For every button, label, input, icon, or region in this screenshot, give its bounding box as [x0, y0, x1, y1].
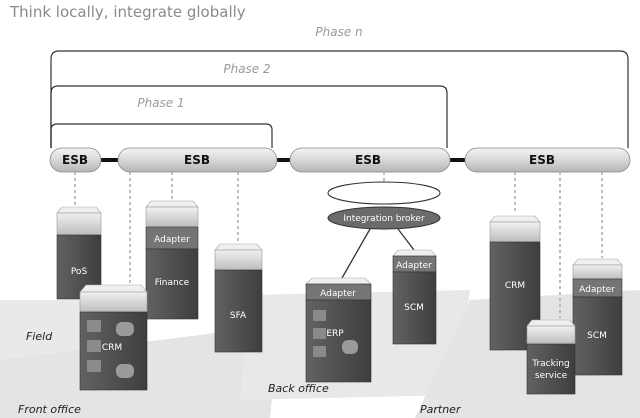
scm-partner-label: SCM: [587, 331, 607, 341]
pos-server: PoS: [56, 206, 102, 300]
diagram-title: Think locally, integrate globally: [9, 3, 246, 21]
phase-1-bracket: [50, 123, 273, 148]
finance-adapter-label: Adapter: [154, 235, 190, 245]
server-top-face: [79, 284, 148, 293]
crm-front-server: CRM: [79, 284, 148, 391]
server-cap: [79, 291, 148, 313]
server-top-face: [145, 200, 199, 208]
broker-to-erp-line: [341, 228, 371, 279]
module-block: [87, 360, 101, 372]
server-body: [572, 296, 623, 376]
sfa-label: SFA: [230, 311, 247, 321]
esb-bus: ESB ESB ESB ESB: [49, 147, 631, 173]
server-cap: [572, 264, 623, 280]
integration-broker: Integration broker: [327, 181, 441, 279]
crm-front-label: CRM: [102, 343, 122, 353]
phase-brackets: Phase n Phase 2 Phase 1: [50, 25, 629, 148]
erp-adapter-label: Adapter: [320, 289, 356, 299]
server-body: [145, 248, 199, 320]
server-cap: [214, 249, 263, 271]
server-top-face: [489, 215, 541, 223]
module-block: [87, 320, 101, 332]
tracking-label-line2: service: [535, 371, 568, 381]
pos-label: PoS: [71, 267, 88, 277]
server-top-face: [526, 319, 576, 327]
server-top-face: [305, 277, 372, 285]
server-cap: [526, 325, 576, 345]
database-cylinder: [342, 340, 358, 354]
zone-labels: Field Front office Back office Partner: [18, 330, 462, 416]
server-top-face: [572, 258, 623, 266]
module-block: [87, 340, 101, 352]
zone-label-partner: Partner: [420, 403, 462, 416]
database-cylinder: [116, 322, 134, 336]
scm-partner-adapter-label: Adapter: [579, 285, 615, 295]
scm-partner-server: Adapter SCM: [572, 258, 623, 376]
server-cap: [489, 221, 541, 243]
tracking-service-server: Tracking service: [526, 319, 576, 395]
esb-label-2: ESB: [184, 153, 210, 167]
zone-label-back-office: Back office: [268, 382, 329, 395]
scm-adapter-label: Adapter: [396, 261, 432, 271]
module-block: [313, 310, 326, 321]
phase-1-label: Phase 1: [137, 96, 184, 110]
scm-server: Adapter SCM: [392, 249, 437, 345]
phase-2-bracket: [50, 85, 448, 148]
crm-partner-label: CRM: [505, 281, 525, 291]
esb-label-1: ESB: [62, 153, 88, 167]
server-body: [526, 343, 576, 395]
finance-server: Adapter Finance: [145, 200, 199, 320]
module-block: [313, 328, 326, 339]
server-top-face: [392, 249, 437, 257]
server-body: [214, 269, 263, 353]
broker-to-scm-line: [397, 228, 415, 251]
zone-label-field: Field: [26, 330, 53, 343]
broker-ring: [327, 181, 441, 205]
esb-segment-3: [289, 147, 451, 173]
server-cap: [145, 206, 199, 228]
erp-label: ERP: [326, 329, 344, 339]
broker-label: Integration broker: [343, 214, 425, 224]
scm-label: SCM: [404, 303, 424, 313]
zone-label-front-office: Front office: [18, 403, 81, 416]
field-floor: [0, 300, 105, 360]
module-block: [313, 346, 326, 357]
database-cylinder: [116, 364, 134, 378]
server-cap: [56, 212, 102, 236]
phase-2-label: Phase 2: [223, 62, 270, 76]
esb-label-4: ESB: [529, 153, 555, 167]
sfa-server: SFA: [214, 243, 263, 353]
server-top-face: [214, 243, 263, 251]
esb-label-3: ESB: [355, 153, 381, 167]
phase-n-label: Phase n: [315, 25, 362, 39]
erp-server: Adapter ERP: [305, 277, 372, 383]
server-body: [392, 271, 437, 345]
finance-label: Finance: [155, 278, 190, 288]
tracking-label-line1: Tracking: [531, 359, 569, 369]
esb-segment-2: [117, 147, 278, 173]
broker-disc: [327, 206, 441, 230]
bus-drop-lines: [74, 172, 603, 318]
phase-n-bracket: [50, 50, 629, 148]
esb-segment-4: [464, 147, 631, 173]
server-top-face: [56, 206, 102, 214]
